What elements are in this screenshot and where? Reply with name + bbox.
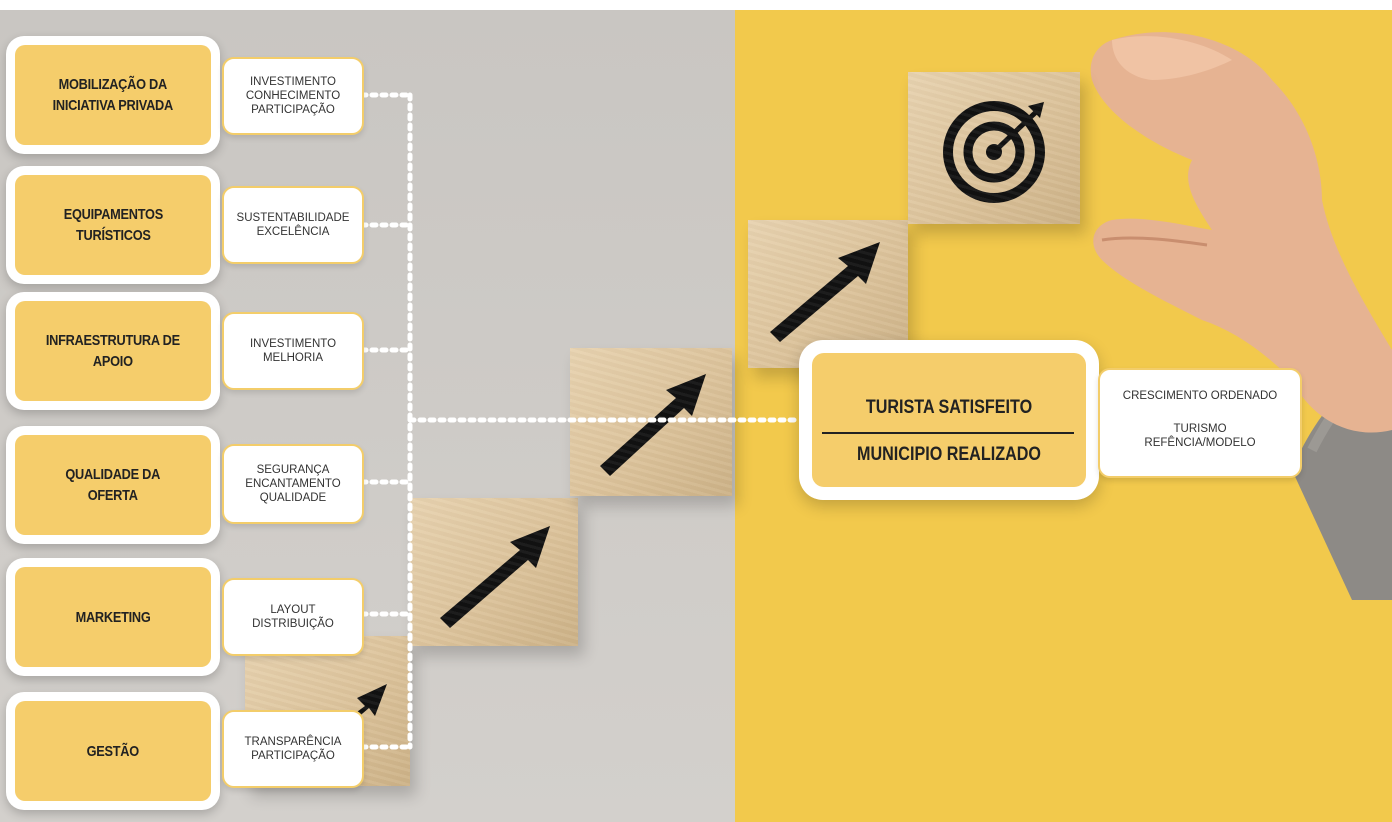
arrow-icon xyxy=(600,374,706,476)
pillar-tags-text-1: INVESTIMENTO CONHECIMENTO PARTICIPAÇÃO xyxy=(245,76,341,116)
pillar-title-2: EQUIPAMENTOS TURÍSTICOS xyxy=(63,206,163,244)
pillar-tags-1: INVESTIMENTO CONHECIMENTO PARTICIPAÇÃO xyxy=(222,57,364,135)
cube-goal xyxy=(908,72,1080,224)
pillar-card-4: QUALIDADE DA OFERTA xyxy=(6,426,220,544)
pillar-tags-4: SEGURANÇA ENCANTAMENTO QUALIDADE xyxy=(222,444,364,524)
pillar-tags-2: SUSTENTABILIDADE EXCELÊNCIA xyxy=(222,186,364,264)
pillar-card-1: MOBILIZAÇÃO DA INICIATIVA PRIVADA xyxy=(6,36,220,154)
pillar-card-5: MARKETING xyxy=(6,558,220,676)
result-card: TURISTA SATISFEITO MUNICIPIO REALIZADO xyxy=(799,340,1099,500)
pillar-tags-text-3: INVESTIMENTO MELHORIA xyxy=(249,338,337,364)
hand-illustration xyxy=(1090,32,1392,600)
top-strip xyxy=(0,0,1392,10)
pillar-tags-text-4: SEGURANÇA ENCANTAMENTO QUALIDADE xyxy=(245,464,341,504)
pillar-card-3: INFRAESTRUTURA DE APOIO xyxy=(6,292,220,410)
pillar-tags-text-5: LAYOUT DISTRIBUIÇÃO xyxy=(252,604,334,630)
pillar-title-1: MOBILIZAÇÃO DA INICIATIVA PRIVADA xyxy=(52,76,174,114)
pillar-card-2: EQUIPAMENTOS TURÍSTICOS xyxy=(6,166,220,284)
result-outcomes: CRESCIMENTO ORDENADO TURISMO REFÊNCIA/MO… xyxy=(1098,368,1302,478)
result-line-1: TURISTA SATISFEITO xyxy=(865,397,1033,418)
pillar-title-4: QUALIDADE DA OFERTA xyxy=(65,466,161,504)
cube-step-2 xyxy=(410,498,578,646)
outcome-2: TURISMO REFÊNCIA/MODELO xyxy=(1144,423,1256,449)
pillar-title-3: INFRAESTRUTURA DE APOIO xyxy=(45,332,181,370)
arrow-icon xyxy=(440,526,550,628)
pillar-tags-3: INVESTIMENTO MELHORIA xyxy=(222,312,364,390)
pillar-tags-5: LAYOUT DISTRIBUIÇÃO xyxy=(222,578,364,656)
pillar-tags-6: TRANSPARÊNCIA PARTICIPAÇÃO xyxy=(222,710,364,788)
target-icon xyxy=(943,101,1045,203)
outcome-1: CRESCIMENTO ORDENADO xyxy=(1122,390,1278,402)
pillar-title-6: GESTÃO xyxy=(86,742,140,760)
pillar-title-5: MARKETING xyxy=(75,608,151,626)
pillar-card-6: GESTÃO xyxy=(6,692,220,810)
arrow-icon xyxy=(770,242,880,342)
result-line-2: MUNICIPIO REALIZADO xyxy=(857,444,1041,465)
cube-step-3 xyxy=(570,348,732,496)
pillar-tags-text-2: SUSTENTABILIDADE EXCELÊNCIA xyxy=(236,212,350,238)
result-divider xyxy=(822,432,1074,434)
pillar-tags-text-6: TRANSPARÊNCIA PARTICIPAÇÃO xyxy=(244,736,342,762)
